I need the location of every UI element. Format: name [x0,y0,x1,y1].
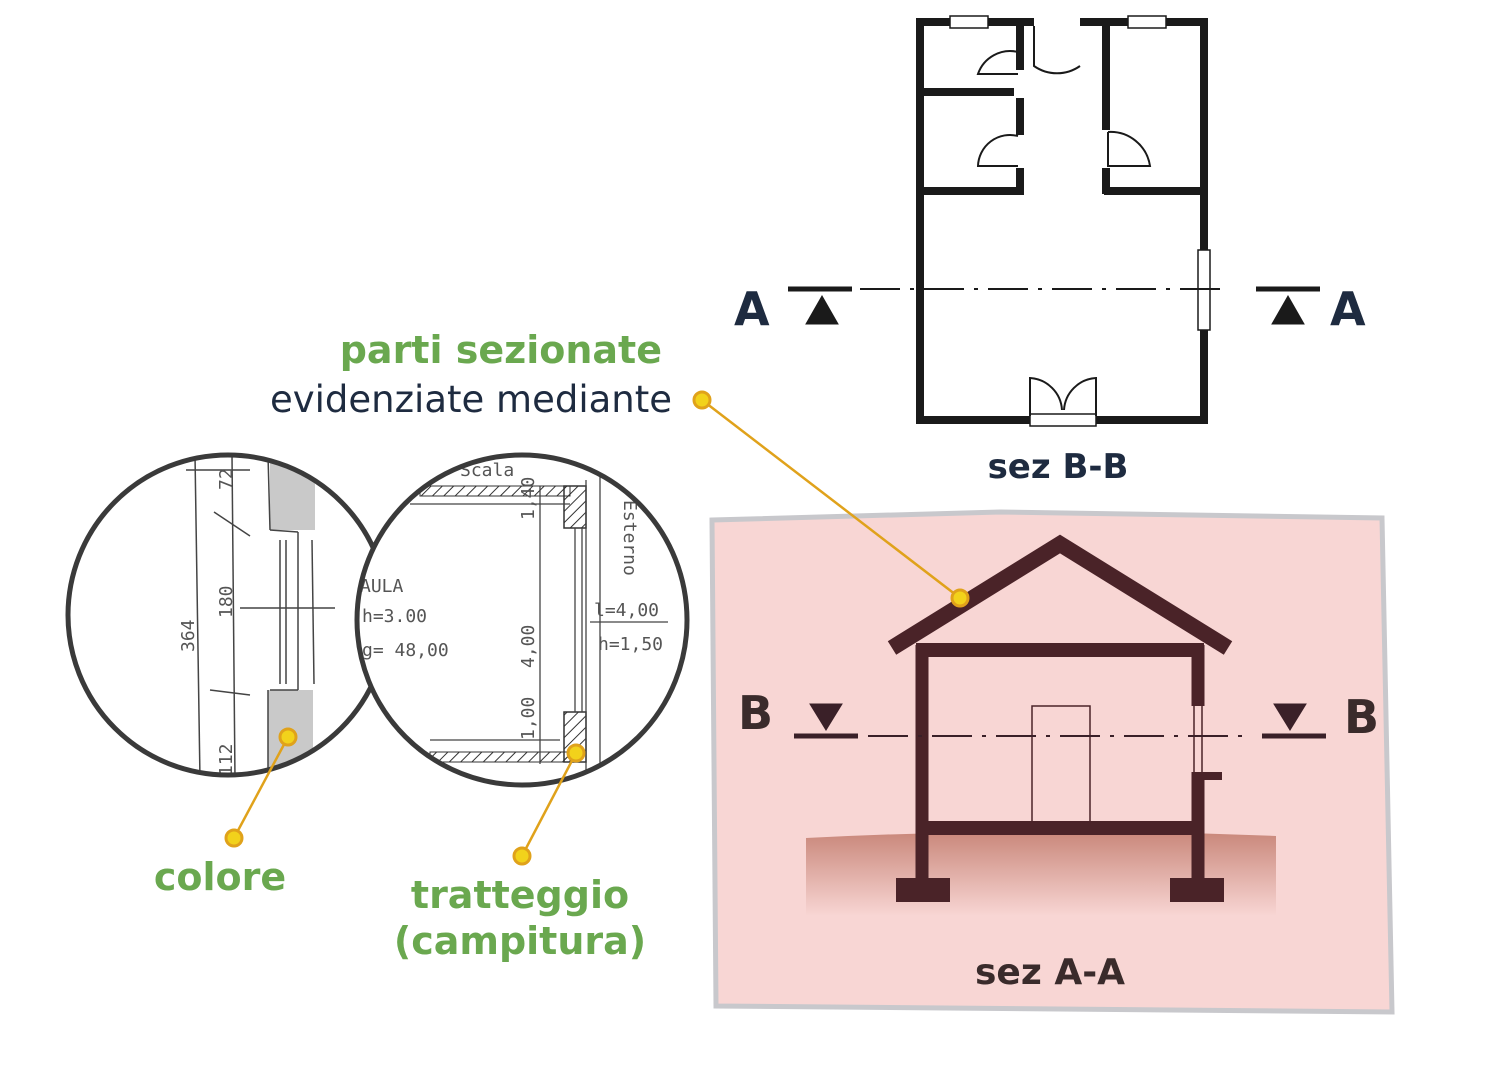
label-outside-text: Esterno [619,500,640,576]
door-arc [976,50,1019,75]
dot-tratteggio-end [512,846,532,866]
interior-door [1031,705,1091,823]
left-footing [896,878,950,902]
dot-main-start [692,390,712,410]
dim-vertical-text: 4,00 [518,625,539,668]
plan-doors [976,26,1152,416]
window-height-text: h=1,50 [598,634,663,655]
floor-plan [916,18,1208,424]
label-tratteggio-line2: (campitura) [393,919,647,963]
magnifier-right-ring [354,452,690,788]
cut-b-right-arrow [1273,703,1307,731]
dim-top-text: 72 [216,468,237,490]
door-arc [1063,376,1097,416]
magnifier-right: Scala AULA h=3.00 g= 48,00 l=4,00 h=1,50… [354,452,690,788]
dim-total-text: 364 [178,619,199,652]
leader-main [701,399,961,599]
plan-outer-walls [916,18,1208,424]
window-width-text: l=4,00 [594,600,659,621]
dim-small-top-text: 1,40 [518,477,539,520]
door-arc [1033,26,1081,75]
right-footing [1170,878,1224,902]
cut-line-a [788,286,1320,325]
dot-tratteggio-start [566,743,586,763]
label-colore: colore [153,855,287,899]
door-arc [1107,130,1152,167]
plan-openings [949,15,1211,427]
house-section [887,534,1233,880]
cut-line-b [794,703,1326,739]
cut-a-left-arrow [805,294,839,325]
dot-main-end [950,588,970,608]
cut-b-left-arrow [809,703,843,731]
magnifier-left: 72 180 364 112 [65,452,391,778]
ground [806,831,1276,916]
cut-marker-a-left: A [734,282,770,336]
door-arc [976,133,1019,167]
callout-leaders [232,399,961,857]
room-height-text: h=3.00 [362,606,427,627]
leader-colore [232,736,290,839]
door-arc [1029,376,1063,416]
label-top-text: Scala [460,460,514,481]
label-tratteggio: tratteggio (campitura) [360,872,680,964]
dim-bottom-text: 112 [216,743,237,776]
cut-marker-a-right: A [1330,282,1366,336]
leader-tratteggio [520,752,578,857]
dim-mid-text: 180 [216,585,237,618]
label-parti-sezionate: parti sezionate [339,328,662,372]
dot-colore-end [224,828,244,848]
cut-a-right-arrow [1271,294,1305,325]
roof [887,534,1233,655]
label-tratteggio-line1: tratteggio [410,873,630,917]
section-panel [709,509,1395,1015]
hatched-wall-top [563,485,587,529]
callout-dots [224,390,970,866]
cut-marker-b-right: B [1344,690,1380,744]
cut-marker-b-left: B [738,686,774,740]
dot-colore-start [278,727,298,747]
label-sez-bb: sez B-B [987,447,1129,487]
label-evidenziate-mediante: evidenziate mediante [269,378,672,421]
room-area-text: g= 48,00 [362,640,449,661]
label-sez-aa: sez A-A [975,952,1125,993]
room-name-text: AULA [360,576,404,597]
dim-small-bottom-text: 1,00 [518,697,539,740]
